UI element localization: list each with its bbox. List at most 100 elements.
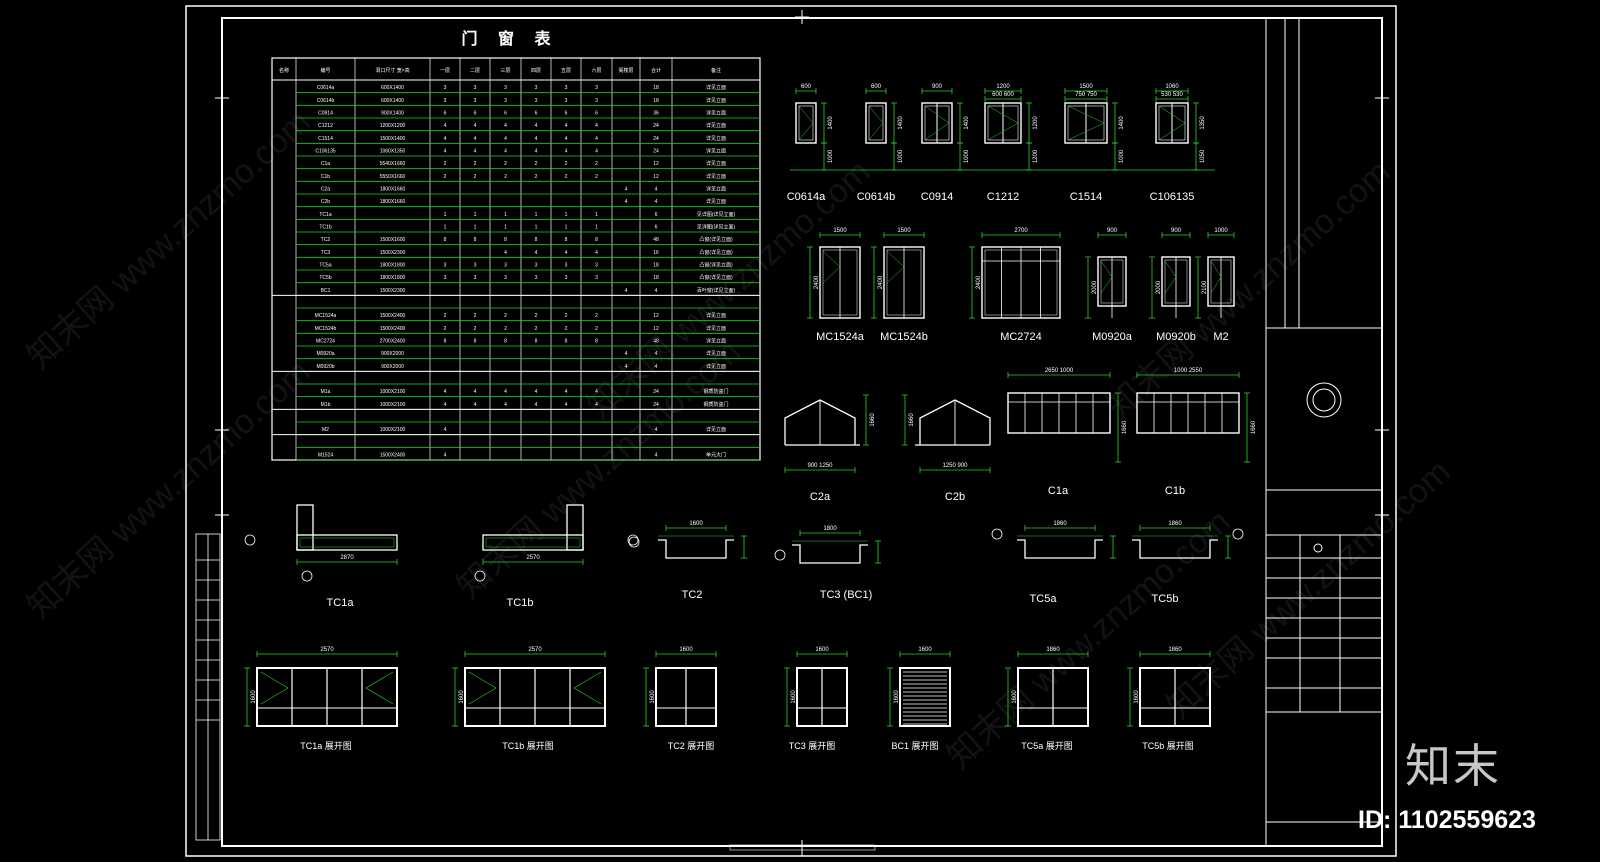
dimension-label: 1660 — [870, 413, 876, 427]
dimension-label: 1600 — [815, 647, 829, 653]
watermark-text: 知末网 www.znzmo.com — [450, 332, 748, 605]
bay-label: C1b — [1165, 485, 1185, 497]
table-cell: 8 — [504, 338, 507, 344]
table-cell: 4 — [474, 136, 477, 142]
plan-label: TC5b — [1152, 593, 1179, 605]
dimension-label: 2650 1000 — [1045, 368, 1074, 374]
table-cell: 4 — [444, 136, 447, 142]
table-cell: 1800X1660 — [380, 186, 406, 192]
table-cell: 2 — [565, 326, 568, 332]
dimension-label: 1350 — [1200, 116, 1206, 130]
table-cell: 1500X1600 — [380, 237, 406, 243]
table-cell: 3 — [595, 262, 598, 268]
table-cell: 4 — [565, 136, 568, 142]
table-cell: 3 — [444, 262, 447, 268]
table-cell: 3 — [474, 262, 477, 268]
plan-bay — [792, 544, 868, 564]
table-cell: 3 — [474, 85, 477, 91]
axis-bubble — [301, 570, 313, 582]
dimension-label: 1600 — [689, 521, 703, 527]
dimension-label: 1660 — [909, 413, 915, 427]
table-cell: 4 — [444, 427, 447, 433]
table-cell: 2 — [595, 313, 598, 319]
table-cell: 2 — [565, 161, 568, 167]
table-cell: 1500X2400 — [380, 313, 406, 319]
table-cell: 900X2000 — [381, 364, 404, 370]
table-cell: 6 — [444, 110, 447, 116]
table-cell: 1800X1800 — [380, 275, 406, 281]
dimension-label: 600 — [801, 84, 812, 90]
table-cell: TC1a — [319, 212, 331, 218]
table-cell: 900X1400 — [381, 110, 404, 116]
table-cell: C0614a — [317, 85, 335, 91]
bay-label: C2b — [945, 491, 965, 503]
table-cell: 2 — [504, 313, 507, 319]
table-cell: 1 — [474, 224, 477, 230]
table-cell: 详见立面 — [706, 147, 726, 154]
table-cell: 凸窗(详见立面) — [699, 261, 733, 268]
table-cell: MC2724 — [316, 338, 335, 344]
table-cell: 3 — [444, 85, 447, 91]
table-cell: 2 — [504, 161, 507, 167]
door-label: M0920a — [1092, 331, 1133, 343]
table-cell: 2 — [535, 161, 538, 167]
axis-bubble — [774, 549, 786, 561]
table-cell: 8 — [474, 237, 477, 243]
plan-label: TC5a — [1030, 593, 1058, 605]
table-cell: 8 — [504, 237, 507, 243]
dimension-label: 1660 — [1251, 420, 1257, 434]
table-cell: 1 — [535, 212, 538, 218]
table-cell: 4 — [444, 148, 447, 154]
table-cell: 3 — [565, 98, 568, 104]
dimension-label: 1860 — [1053, 521, 1067, 527]
table-cell: 6 — [474, 110, 477, 116]
table-cell: 3 — [504, 262, 507, 268]
table-cell: 详见立面 — [706, 185, 726, 192]
plan-bay — [658, 539, 734, 559]
table-cell: 4 — [655, 452, 658, 458]
table-cell: 4 — [504, 148, 507, 154]
table-header-cell: 洞口尺寸 宽×高 — [375, 67, 409, 74]
elevation-label: BC1 展开图 — [891, 741, 938, 751]
table-cell: 1500X2300 — [380, 288, 406, 294]
table-cell: 1200X1200 — [380, 123, 406, 129]
door-elevations-row: 15002400MC1524a15002400MC1524b27002400MC… — [807, 228, 1235, 343]
elevation-label: TC1a 展开图 — [300, 741, 352, 751]
table-cell: 48 — [653, 237, 659, 243]
table-cell: 4 — [535, 402, 538, 408]
table-cell: 8 — [565, 237, 568, 243]
plan-label: TC3 (BC1) — [820, 589, 873, 601]
table-cell: 4 — [625, 364, 628, 370]
dimension-label: 1600 — [791, 690, 797, 704]
dimension-label: 2570 — [320, 647, 334, 653]
table-cell: 详见立面 — [706, 160, 726, 167]
table-cell: 2 — [565, 174, 568, 180]
table-header-cell: 备注 — [711, 67, 721, 74]
table-header-cell: 一层 — [440, 68, 450, 74]
window-opening-mark — [798, 105, 814, 141]
table-cell: 24 — [653, 123, 659, 129]
table-cell: 详见立面 — [706, 363, 726, 370]
table-cell: 4 — [444, 402, 447, 408]
table-cell: 24 — [653, 402, 659, 408]
table-cell: TC5b — [319, 275, 331, 281]
table-cell: 18 — [653, 262, 659, 268]
plan-glazing — [299, 537, 395, 548]
table-cell: 6 — [565, 110, 568, 116]
dimension-label: 1250 900 — [942, 463, 968, 469]
window-opening-mark — [868, 105, 884, 141]
table-cell: 4 — [655, 427, 658, 433]
window-opening-mark — [924, 105, 950, 141]
watermark-text: 知末网 www.znzmo.com — [20, 352, 318, 625]
dimension-label: 2870 — [340, 555, 354, 561]
